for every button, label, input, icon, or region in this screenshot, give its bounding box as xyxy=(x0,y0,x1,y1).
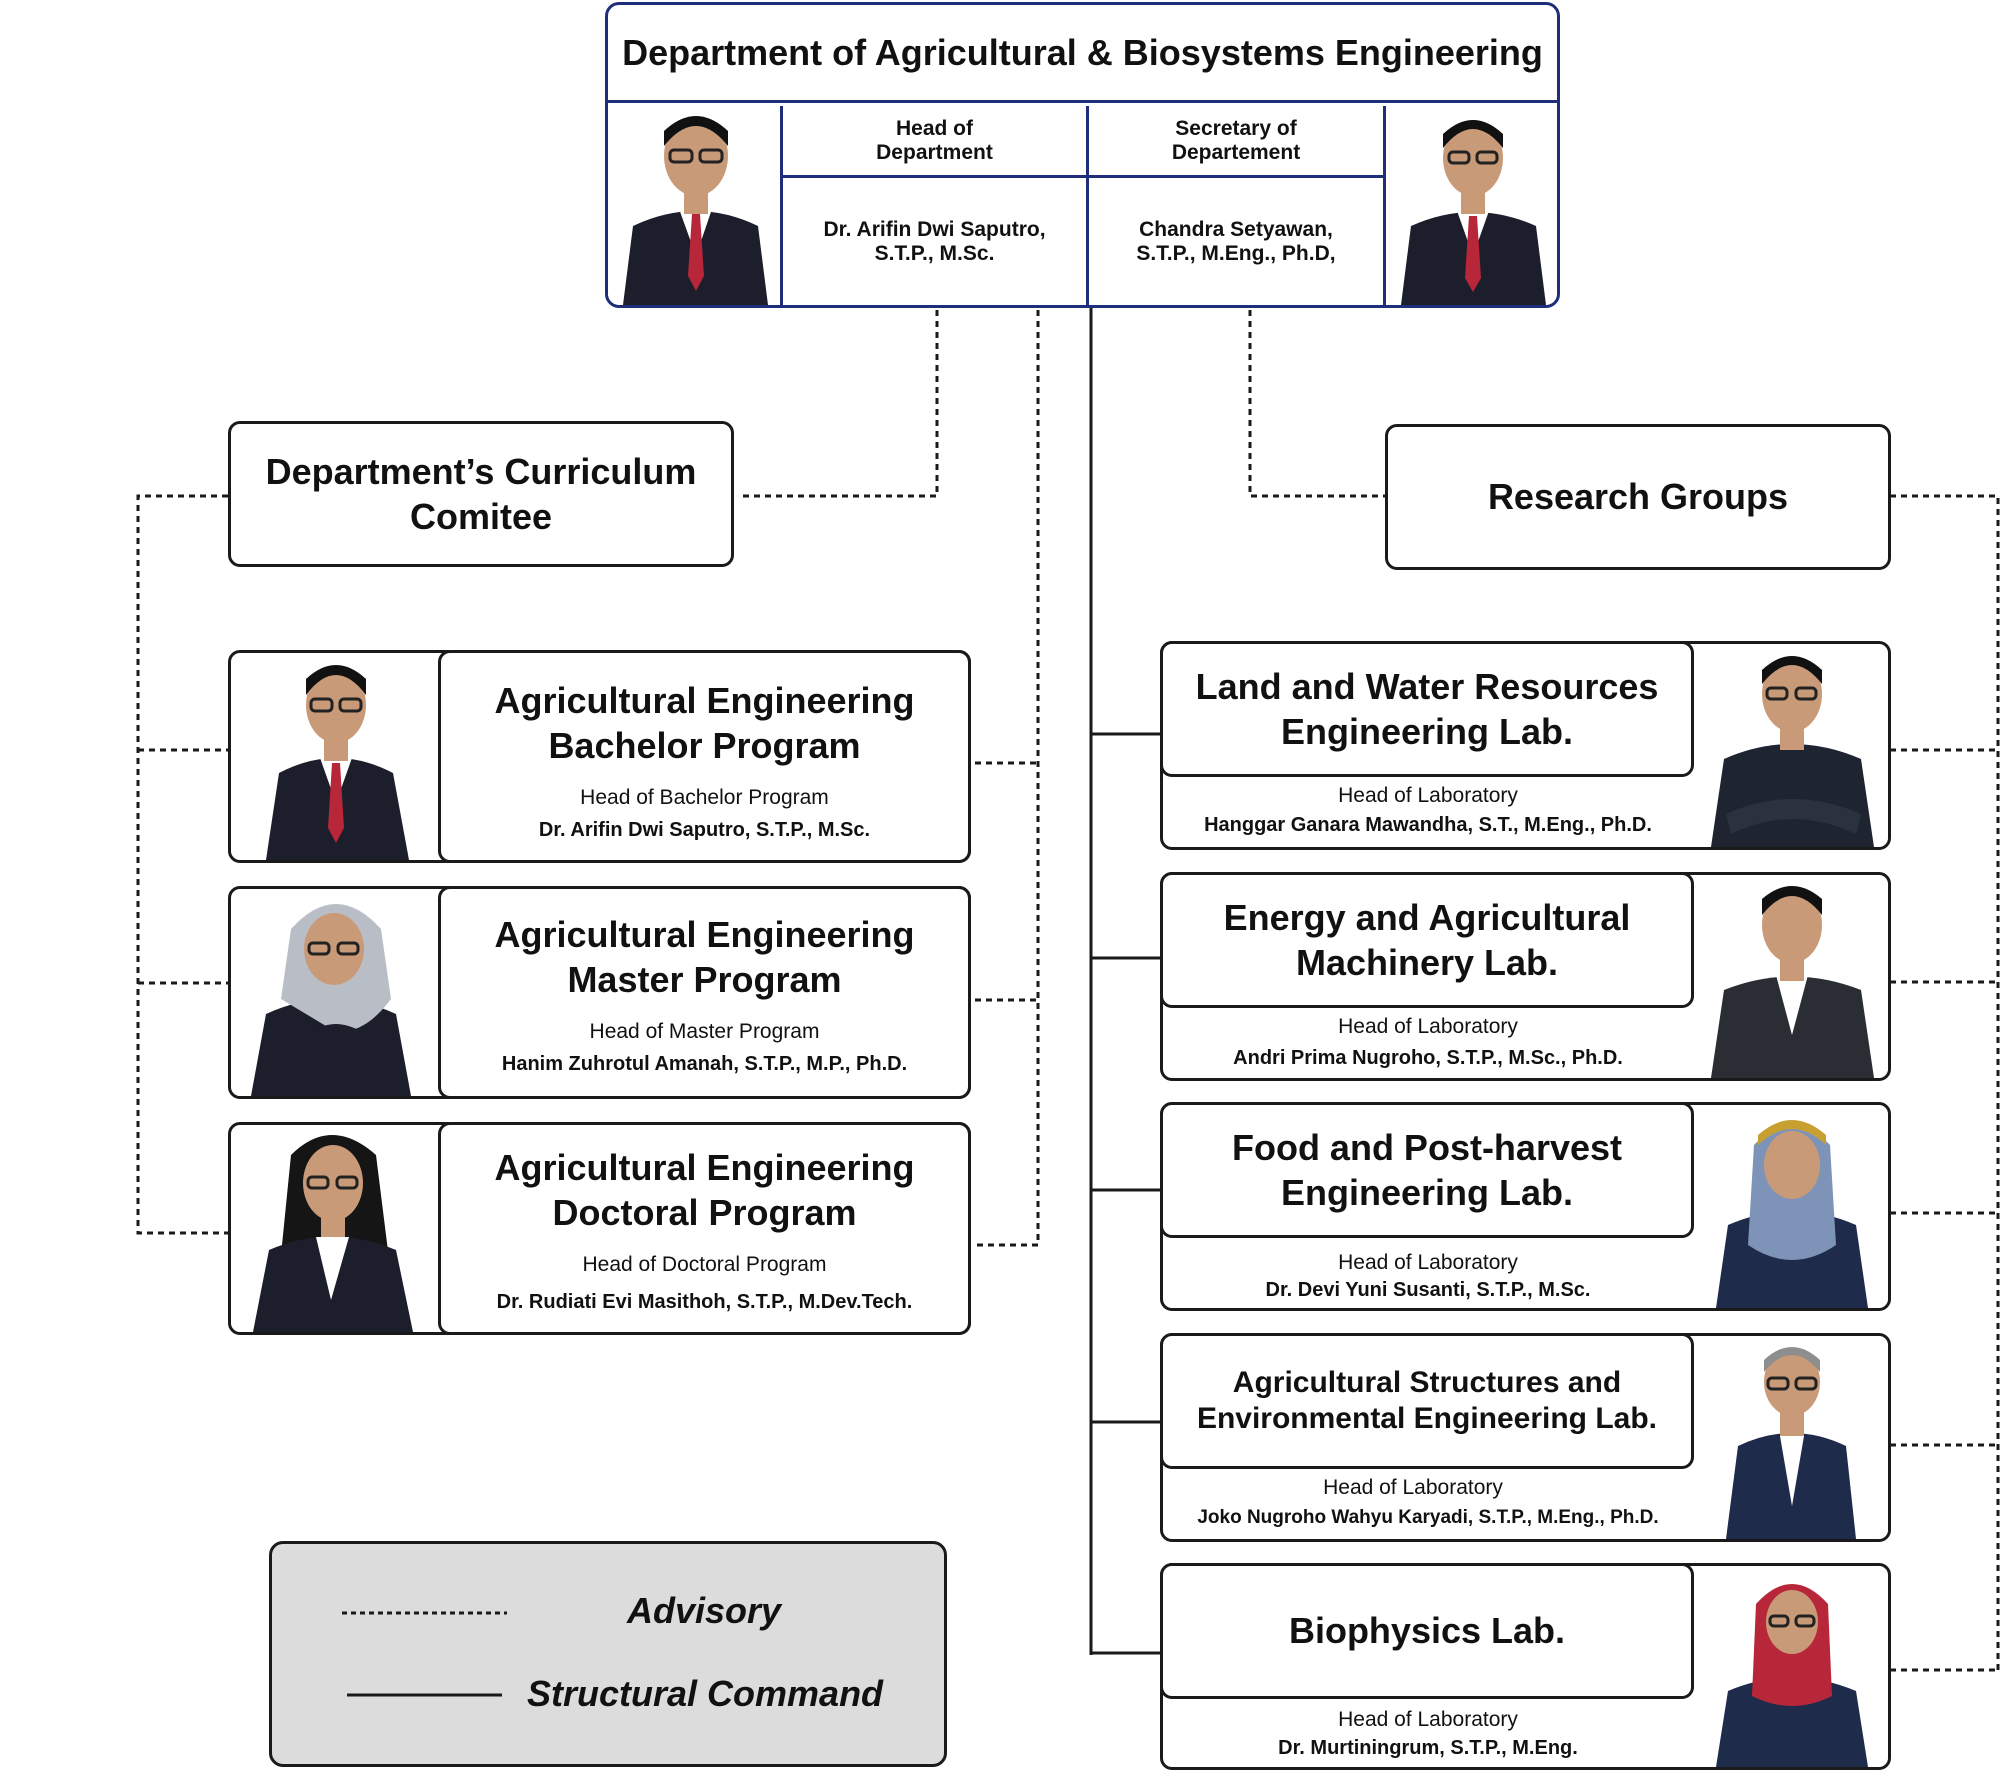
advisory-line-programs xyxy=(975,310,1040,1247)
lab-card-energy-machinery: Energy and Agricultural Machinery Lab. H… xyxy=(1160,872,1891,1081)
lab-card-biophysics: Biophysics Lab. Head of Laboratory Dr. M… xyxy=(1160,1563,1891,1770)
advisory-line-curriculum xyxy=(740,310,939,498)
research-groups-box: Research Groups xyxy=(1385,424,1891,570)
master-head-photo xyxy=(231,889,441,1096)
legend-structural-label: Structural Command xyxy=(527,1673,884,1714)
lab-2-role: Head of Laboratory xyxy=(1338,1015,1518,1038)
lab-5-role: Head of Laboratory xyxy=(1338,1708,1518,1731)
lab-5-title-box: Biophysics Lab. xyxy=(1160,1563,1694,1699)
department-box: Department of Agricultural & Biosystems … xyxy=(605,2,1560,308)
advisory-line-research-right xyxy=(1890,494,2000,1670)
advisory-line-curriculum-left xyxy=(136,494,228,1235)
lab-3-head-photo xyxy=(1696,1105,1888,1308)
lab-card-food-postharvest: Food and Post-harvest Engineering Lab. H… xyxy=(1160,1102,1891,1311)
lab-1-head-photo xyxy=(1696,644,1888,847)
lab-4-role: Head of Laboratory xyxy=(1323,1476,1503,1499)
lab-5-title: Biophysics Lab. xyxy=(1288,1610,1566,1651)
lab-5-head-photo xyxy=(1696,1566,1888,1767)
lab-5-head-name: Dr. Murtiningrum, S.T.P., M.Eng. xyxy=(1278,1736,1578,1759)
lab-2-title: Energy and Agricultural Machinery Lab. xyxy=(1223,897,1631,983)
master-role: Head of Master Program xyxy=(589,1020,820,1043)
lab-2-head-name: Andri Prima Nugroho, S.T.P., M.Sc., Ph.D… xyxy=(1233,1046,1623,1069)
program-card-bachelor: Agricultural Engineering Bachelor Progra… xyxy=(228,650,971,863)
legend-advisory-swatch xyxy=(342,1611,507,1615)
lab-1-head-name: Hanggar Ganara Mawandha, S.T., M.Eng., P… xyxy=(1204,813,1652,836)
department-title: Department of Agricultural & Biosystems … xyxy=(608,5,1557,103)
legend: Advisory Structural Command xyxy=(269,1541,947,1767)
program-card-master: Agricultural Engineering Master Program … xyxy=(228,886,971,1099)
program-card-doctoral: Agricultural Engineering Doctoral Progra… xyxy=(228,1122,971,1335)
head-role: Head of Department xyxy=(783,106,1089,178)
lab-1-title: Land and Water Resources Engineering Lab… xyxy=(1195,666,1659,752)
bachelor-title: Agricultural Engineering Bachelor Progra… xyxy=(494,680,915,766)
master-title: Agricultural Engineering Master Program xyxy=(494,914,915,1000)
lab-3-title: Food and Post-harvest Engineering Lab. xyxy=(1231,1127,1623,1213)
head-name: Dr. Arifin Dwi Saputro, S.T.P., M.Sc. xyxy=(783,178,1089,305)
lab-4-head-photo xyxy=(1696,1336,1888,1539)
lab-1-title-box: Land and Water Resources Engineering Lab… xyxy=(1160,641,1694,777)
lab-4-title: Agricultural Structures and Environmenta… xyxy=(1196,1366,1658,1435)
lab-card-structures-environmental: Agricultural Structures and Environmenta… xyxy=(1160,1333,1891,1542)
lab-3-role: Head of Laboratory xyxy=(1338,1251,1518,1274)
doctoral-head-photo xyxy=(231,1125,441,1332)
doctoral-role: Head of Doctoral Program xyxy=(582,1253,827,1276)
head-photo xyxy=(608,106,783,305)
doctoral-head-name: Dr. Rudiati Evi Masithoh, S.T.P., M.Dev.… xyxy=(496,1290,913,1313)
lab-3-title-box: Food and Post-harvest Engineering Lab. xyxy=(1160,1102,1694,1238)
bachelor-head-photo xyxy=(231,653,441,860)
lab-4-title-box: Agricultural Structures and Environmenta… xyxy=(1160,1333,1694,1469)
secretary-name: Chandra Setyawan, S.T.P., M.Eng., Ph.D, xyxy=(1136,217,1336,265)
secretary-role: Secretary of Departement xyxy=(1089,106,1383,178)
doctoral-title: Agricultural Engineering Doctoral Progra… xyxy=(494,1147,915,1233)
secretary-photo xyxy=(1383,106,1557,305)
master-info: Agricultural Engineering Master Program … xyxy=(438,886,971,1099)
lab-2-title-box: Energy and Agricultural Machinery Lab. xyxy=(1160,872,1694,1008)
lab-4-head-name: Joko Nugroho Wahyu Karyadi, S.T.P., M.En… xyxy=(1197,1507,1659,1528)
bachelor-role: Head of Bachelor Program xyxy=(580,786,829,809)
legend-advisory-label: Advisory xyxy=(627,1590,782,1631)
legend-structural-swatch xyxy=(347,1693,502,1697)
advisory-line-research xyxy=(1248,310,1385,498)
lab-1-role: Head of Laboratory xyxy=(1338,784,1518,807)
doctoral-info: Agricultural Engineering Doctoral Progra… xyxy=(438,1122,971,1335)
master-head-name: Hanim Zuhrotul Amanah, S.T.P., M.P., Ph.… xyxy=(501,1052,908,1075)
lab-3-head-name: Dr. Devi Yuni Susanti, S.T.P., M.Sc. xyxy=(1265,1278,1591,1301)
lab-2-head-photo xyxy=(1696,875,1888,1078)
curriculum-committee-box: Department’s Curriculum Comitee xyxy=(228,421,734,567)
bachelor-head-name: Dr. Arifin Dwi Saputro, S.T.P., M.Sc. xyxy=(538,818,871,841)
bachelor-info: Agricultural Engineering Bachelor Progra… xyxy=(438,650,971,863)
lab-card-land-water: Land and Water Resources Engineering Lab… xyxy=(1160,641,1891,850)
